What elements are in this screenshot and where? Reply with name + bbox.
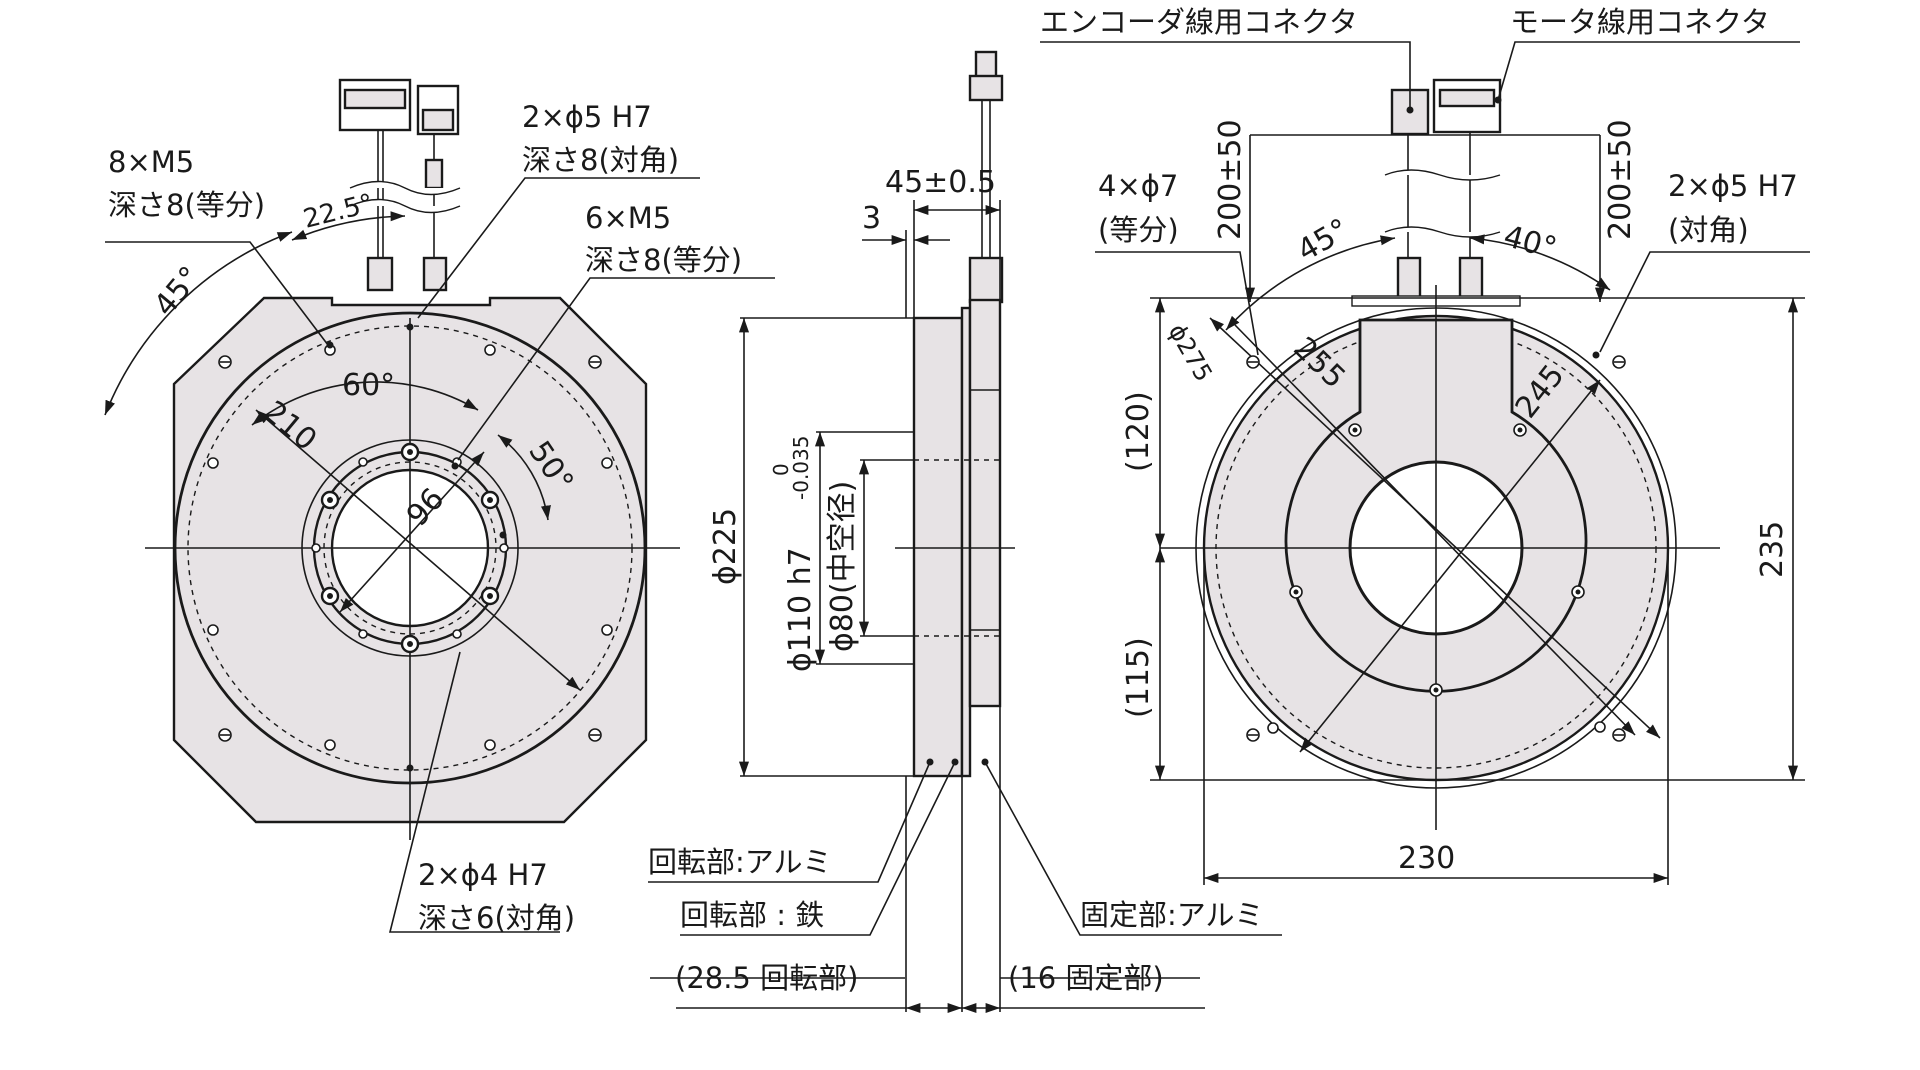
angle-60: 60° (342, 368, 395, 403)
dim-phi110: ϕ110 h7 (783, 547, 818, 672)
right-rear-view: エンコーダ線用コネクタ モータ線用コネクタ 200±50 200±50 4×ϕ7… (1040, 5, 1810, 885)
dim-115: (115) (1121, 637, 1156, 718)
label-8xm5: 8×M5 (108, 145, 194, 179)
angle-22-5: 22.5° (300, 189, 376, 235)
dim-120: (120) (1121, 391, 1156, 472)
dim-235: 235 (1755, 521, 1790, 578)
dim-3: 3 (862, 201, 881, 236)
label-4xphi7: 4×ϕ7 (1098, 169, 1178, 203)
dim-phi110-tol-lower: -0.035 (789, 436, 813, 500)
dim-phi80: ϕ80(中空径) (825, 481, 860, 652)
label-6xm5-depth: 深さ8(等分) (585, 243, 742, 277)
side-view: 45±0.5 3 ϕ225 ϕ110 h7 0 -0.035 ϕ80(中空径) … (648, 50, 1282, 1014)
dim-230: 230 (1398, 841, 1455, 876)
angle-45-right: 45° (1292, 212, 1356, 269)
label-rotor-alu: 回転部:アルミ (648, 845, 831, 879)
label-2xphi5-depth: 深さ8(対角) (522, 143, 679, 177)
right-cables (1384, 78, 1502, 300)
dim-45: 45±0.5 (885, 165, 996, 200)
label-8xm5-depth: 深さ8(等分) (108, 188, 265, 222)
angle-40: 40° (1500, 219, 1560, 267)
stator-alu-part (968, 298, 1002, 708)
dim-200-right: 200±50 (1603, 119, 1638, 240)
label-encoder-connector: エンコーダ線用コネクタ (1040, 5, 1358, 39)
dim-phi275: ϕ275 (1163, 319, 1218, 386)
label-motor-connector: モータ線用コネクタ (1510, 5, 1770, 39)
dim-phi225: ϕ225 (708, 508, 743, 585)
label-4xphi7-note: (等分) (1098, 213, 1179, 247)
dim-phi110-tol-upper: 0 (769, 463, 793, 476)
label-2xphi5: 2×ϕ5 H7 (522, 100, 652, 134)
rotor-iron-part (960, 306, 972, 778)
left-cables (338, 78, 461, 292)
outer-bolt-holes (207, 323, 613, 772)
inner-bolt-holes (311, 442, 509, 654)
rotor-alu-part (912, 316, 964, 778)
label-6xm5: 6×M5 (585, 201, 671, 235)
dim-200-left: 200±50 (1213, 119, 1248, 240)
left-front-view: 8×M5 深さ8(等分) 2×ϕ5 H7 深さ8(対角) 6×M5 深さ8(等分… (104, 78, 775, 935)
rear-holes (1246, 351, 1626, 742)
label-2xphi4: 2×ϕ4 H7 (418, 858, 548, 892)
angle-45-left: 45° (147, 260, 208, 323)
dim-16: (16 固定部) (1008, 961, 1164, 995)
label-2xphi5-right: 2×ϕ5 H7 (1668, 169, 1798, 203)
label-2xphi4-depth: 深さ6(対角) (418, 901, 575, 935)
label-rotor-iron: 回転部 : 鉄 (680, 898, 824, 932)
dim-28-5: (28.5 回転部) (675, 961, 858, 995)
label-2xphi5-right-note: (対角) (1668, 213, 1749, 247)
label-stator-alu: 固定部:アルミ (1080, 898, 1263, 932)
